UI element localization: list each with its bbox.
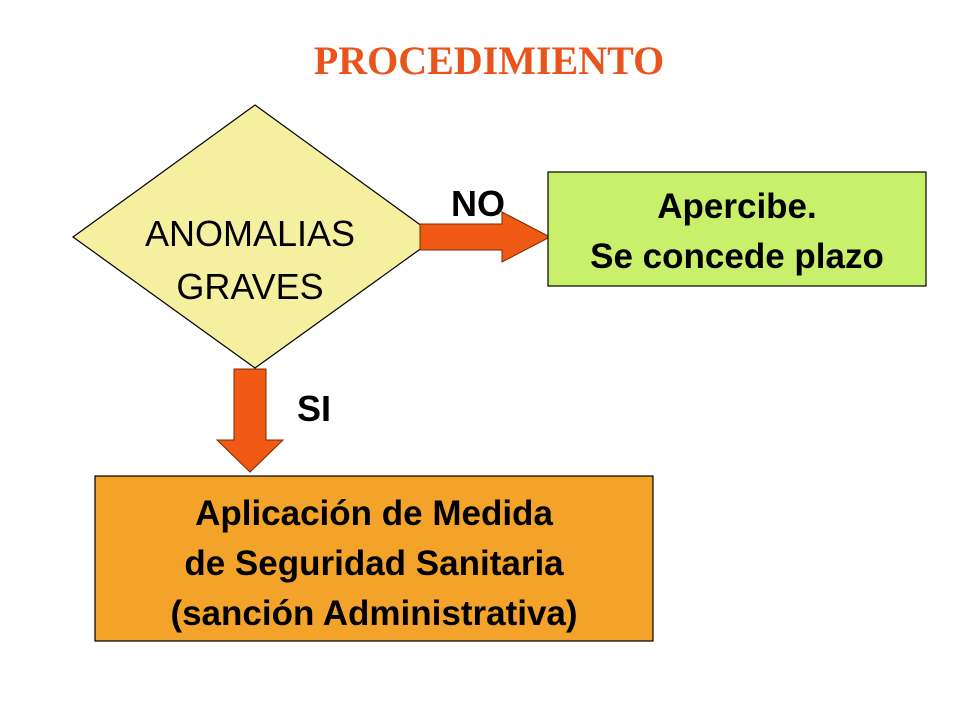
decision-diamond bbox=[71, 104, 439, 369]
si-result-box bbox=[94, 475, 654, 642]
no-result-line1: Apercibe. bbox=[657, 187, 817, 226]
no-result-box bbox=[547, 171, 927, 287]
no-label: NO bbox=[451, 183, 505, 224]
decision-label-line2: GRAVES bbox=[176, 266, 323, 307]
page-title: PROCEDIMIENTO bbox=[314, 38, 664, 83]
si-result-line1: Aplicación de Medida bbox=[195, 494, 553, 533]
decision-label-line1: ANOMALIAS bbox=[145, 213, 355, 254]
si-label: SI bbox=[297, 388, 331, 429]
si-arrow bbox=[215, 368, 285, 473]
no-arrow bbox=[419, 211, 552, 263]
no-result-line2: Se concede plazo bbox=[590, 237, 884, 276]
si-result-line3: (sanción Administrativa) bbox=[170, 594, 577, 633]
si-result-line2: de Seguridad Sanitaria bbox=[184, 544, 564, 583]
